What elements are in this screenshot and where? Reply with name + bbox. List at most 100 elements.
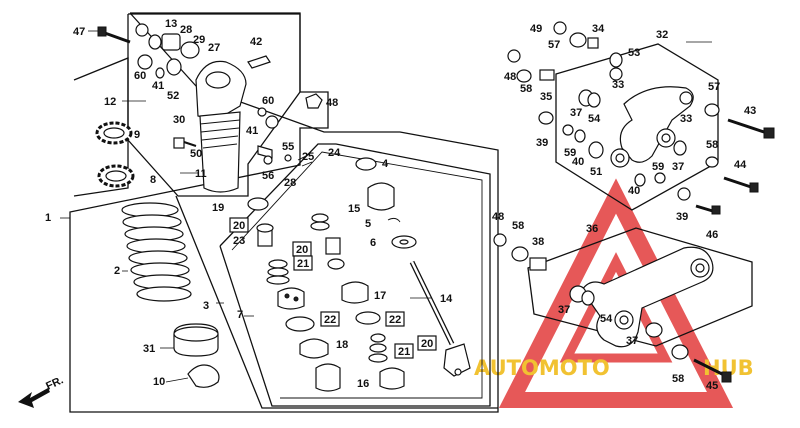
bearing-27 [180,41,200,59]
spring-2 [121,202,192,302]
boxed-callouts [229,217,437,359]
washer-19 [247,197,269,211]
callout-52: 52 [167,90,179,102]
bearing-51 [588,141,604,159]
callout-18: 18 [336,339,348,351]
callout-59: 59 [564,147,576,159]
ring-22b [355,311,381,325]
washer-57 [704,103,720,117]
collar-35 [539,69,555,81]
washer-4 [355,157,377,171]
callout-2: 2 [114,265,120,277]
group-outline-12 [127,13,301,197]
group-outline-36 [527,227,753,347]
piston-rod-14 [409,260,471,377]
valve-stack-c [368,333,388,363]
bearing-37b [673,140,687,156]
stopper-10 [187,364,220,388]
callout-4: 4 [382,158,389,170]
callout-40b: 40 [628,185,640,197]
callout-24: 24 [328,147,341,159]
callout-20: 20 [233,220,245,232]
nut-48c [493,233,507,247]
rocker-arm-32 [610,86,694,168]
washer-58d [671,344,689,360]
callout-6: 6 [370,237,376,249]
callout-32: 32 [656,29,668,41]
callout-54: 54 [588,113,601,125]
group-outline-7 [219,143,491,407]
callout-30: 30 [173,114,185,126]
needle-bearing-52 [166,58,182,76]
cap-60b [265,115,279,129]
plate-42 [247,55,271,69]
clip-5 [387,217,401,223]
front-direction-arrow: FR. [18,374,65,408]
callout-58d: 58 [672,373,684,385]
callout-33: 33 [612,79,624,91]
group-outline-1 [69,12,499,413]
callout-60: 60 [134,70,146,82]
callout-21b: 21 [398,346,410,358]
clip-25 [297,153,313,167]
callout-34: 34 [592,23,605,35]
group-outline-3 [73,57,129,197]
callout-43: 43 [744,105,756,117]
callout-44: 44 [734,159,747,171]
callout-48: 48 [326,97,338,109]
leader-lines [60,30,712,383]
callout-47: 47 [73,26,85,38]
seal-59b [654,172,666,184]
callout-labels: 47 13 28 29 27 42 60 41 52 12 60 48 41 9… [45,18,756,392]
needle-54a [587,92,601,108]
bolt-43 [727,118,775,139]
callout-20b: 20 [296,244,308,256]
callout-37c: 37 [558,304,570,316]
callout-46: 46 [706,229,718,241]
seal-16 [379,367,405,390]
ring-22a [285,316,315,332]
callout-50: 50 [190,148,202,160]
callout-37d: 37 [626,335,638,347]
seal-59a [562,124,574,136]
callout-37b: 37 [672,161,684,173]
collar-29 [161,33,181,51]
spring-seat-31 [173,323,219,357]
washer-28 [284,154,292,162]
callout-17: 17 [374,290,386,302]
callout-53: 53 [628,47,640,59]
bolt-47 [97,26,131,44]
callout-1: 1 [45,212,51,224]
callout-35: 35 [540,91,552,103]
callout-58: 58 [520,83,532,95]
callout-57: 57 [548,39,560,51]
group-outline-7-inner [231,151,483,399]
seal-40b [634,173,646,187]
callout-22: 22 [324,314,336,326]
callout-5: 5 [365,218,371,230]
front-label: FR. [44,374,65,392]
callout-27: 27 [208,42,220,54]
cup-18 [299,338,329,359]
callout-48b: 48 [504,71,516,83]
needle-54b [581,290,595,306]
link-arm-36 [581,246,714,348]
bolt-44 [723,176,759,193]
callout-15: 15 [348,203,360,215]
seal-53 [609,52,623,68]
piston-17 [341,281,369,304]
bush-33b [679,91,693,105]
callout-25: 25 [302,151,314,163]
callout-37: 37 [570,107,582,119]
collar-38 [529,257,547,271]
seal-58c [511,246,529,262]
callout-41b: 41 [246,125,258,137]
callout-42: 42 [250,36,262,48]
callout-58c: 58 [512,220,524,232]
callout-22b: 22 [389,314,401,326]
callout-36: 36 [586,223,598,235]
bottom-cap [315,363,341,392]
callout-54b: 54 [600,313,613,325]
